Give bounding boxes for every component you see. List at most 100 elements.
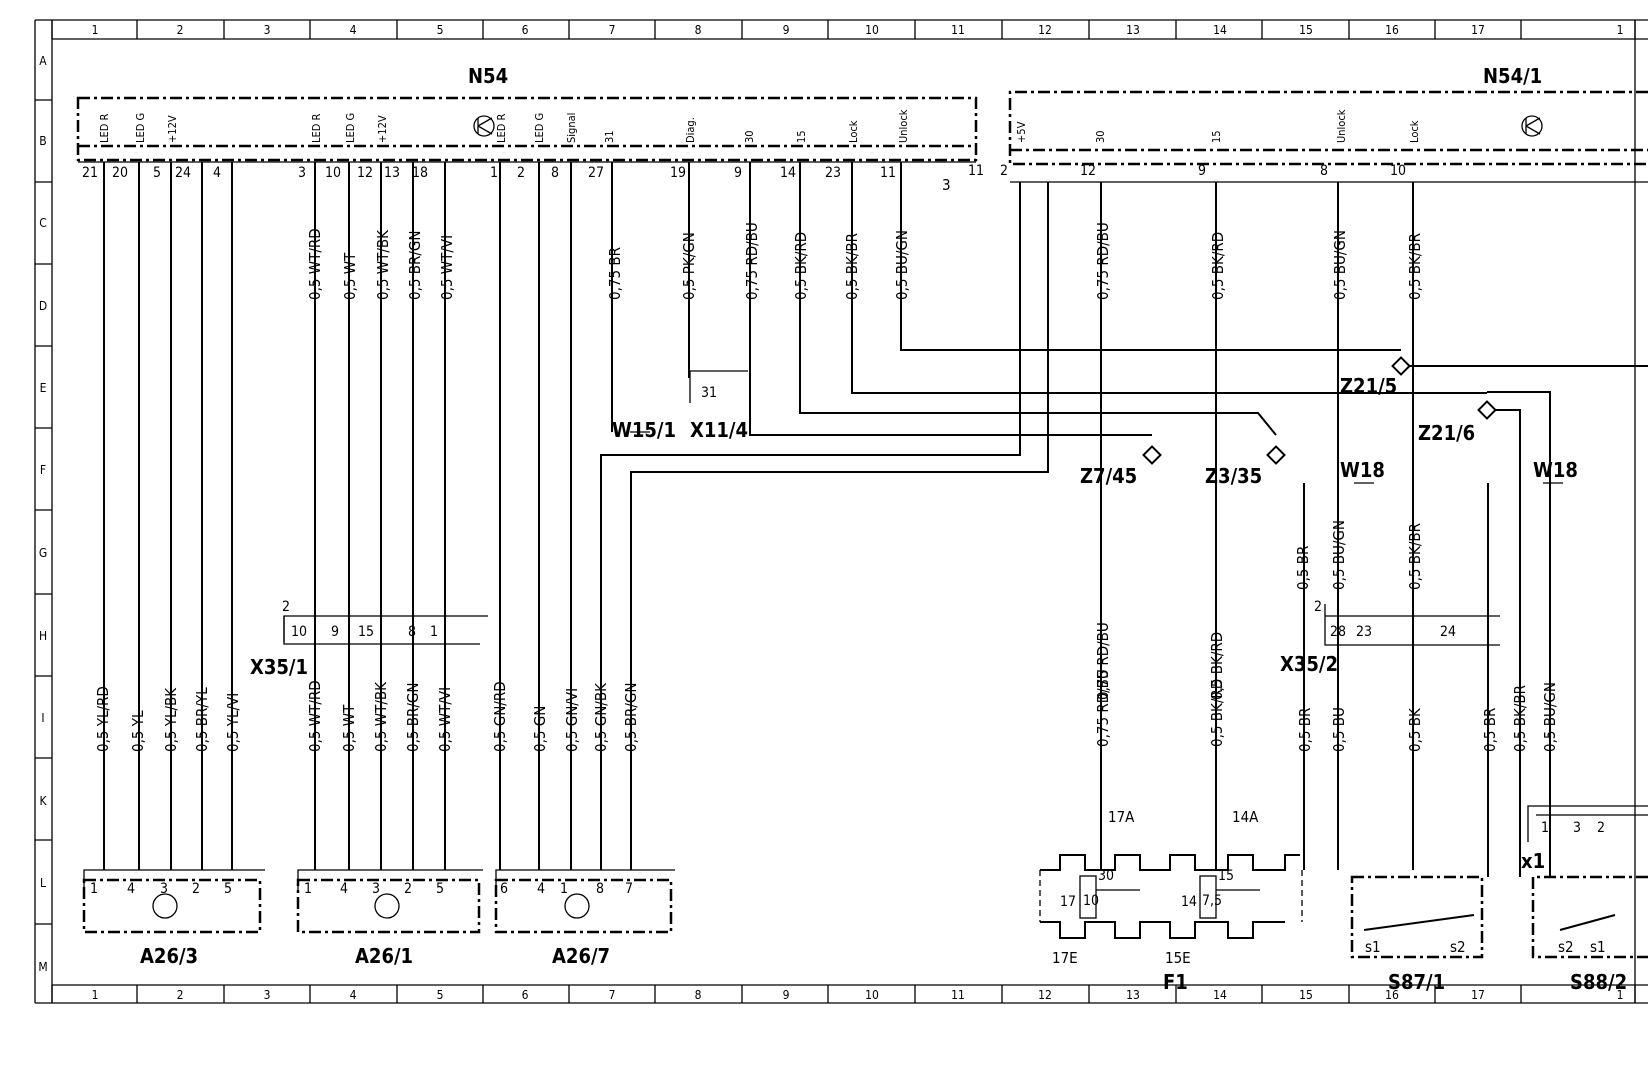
component-a26-7: A26/7 — [494, 869, 675, 968]
col-label-top: 8 — [695, 23, 702, 37]
a26-3-pin-number: 2 — [192, 881, 200, 897]
n54-1-pin-number: 11 — [968, 163, 984, 179]
x35-2-pin-number: 28 — [1330, 624, 1346, 640]
x11-4-label: X11/4 — [690, 418, 748, 442]
n54-pin-number: 20 — [112, 165, 128, 181]
f1-17e: 17E — [1052, 949, 1078, 967]
n54-signal-label: 31 — [603, 130, 616, 143]
n54-signal-label: Lock — [847, 120, 860, 143]
wire-label-lower: 0,5 BK/RD — [1208, 679, 1226, 747]
f1-14: 14 — [1181, 894, 1197, 910]
f1-17a: 17A — [1108, 808, 1135, 826]
col-label-bottom: 7 — [609, 988, 616, 1002]
row-label: C — [39, 216, 47, 230]
w18-b-label: W18 — [1533, 458, 1578, 482]
col-label-bottom: 11 — [951, 988, 965, 1002]
wire-label-lower: 0,5 BK — [1406, 707, 1424, 752]
wire-label-mid: 0,5 BK/RD — [1208, 632, 1226, 700]
n54-1-pin-number: 3 — [942, 176, 951, 194]
ground-w15-1: W15/1 — [612, 418, 676, 442]
s87-1-s1: s1 — [1365, 938, 1381, 956]
wire-segment — [630, 182, 1049, 870]
connector-x11-4: 31 X11/4 — [689, 370, 748, 442]
wire-label-lower: 0,5 GN/BK — [592, 682, 610, 752]
n54-1-signal-label: 30 — [1094, 130, 1107, 143]
n54-1-pin-number: 12 — [1080, 163, 1096, 179]
n54-signal-label: LED R — [98, 113, 111, 143]
a26-3-pin-number: 4 — [127, 881, 135, 897]
a26-3-pin-number: 3 — [160, 881, 168, 897]
n54-signal-label: LED R — [310, 113, 323, 143]
a26-7-label: A26/7 — [552, 944, 610, 968]
row-label: L — [40, 876, 46, 890]
wire-label-lower: 0,5 GN/VI — [563, 688, 581, 752]
row-label: E — [40, 381, 47, 395]
a26-7-pin-number: 7 — [625, 881, 633, 897]
n54-1-title: N54/1 — [1483, 64, 1542, 88]
col-label-bottom: 5 — [437, 988, 444, 1002]
col-label-bottom: 4 — [350, 988, 357, 1002]
wire-label-lower: 0,75 RD/BU — [1094, 669, 1112, 747]
n54-title: N54 — [468, 64, 508, 88]
wire-label-lower: 0,5 GN — [531, 706, 549, 752]
n54-pin-number: 1 — [490, 165, 498, 181]
wire-segment — [1487, 391, 1551, 877]
col-label-top: 16 — [1385, 23, 1399, 37]
n54-pin-number: 27 — [588, 165, 604, 181]
n54-signal-label: LED G — [134, 113, 147, 143]
col-label-bottom: 15 — [1299, 988, 1313, 1002]
f1-17: 17 — [1060, 894, 1076, 910]
x1-pin-number: 1 — [1541, 820, 1549, 836]
n54-1-pin-number: 2 — [1000, 163, 1008, 179]
col-label-bottom: 10 — [865, 988, 879, 1002]
x1-pin-number: 3 — [1573, 820, 1581, 836]
wire-label-upper: 0,5 WT — [341, 252, 359, 300]
wire-label-lower: 0,5 GN/RD — [491, 681, 509, 752]
a26-7-pin-number: 8 — [596, 881, 604, 897]
connector-x35-1: 2 X35/1 — [250, 599, 488, 679]
wire-segment — [749, 162, 1152, 436]
row-label: F — [40, 463, 46, 477]
wire-label-lower: 0,5 BR/GN — [622, 683, 640, 752]
x35-2-pin-ref: 2 — [1314, 599, 1322, 615]
col-label-top: 9 — [783, 23, 790, 37]
n54-1-pin-number: 10 — [1390, 163, 1406, 179]
col-label-bottom: 8 — [695, 988, 702, 1002]
row-label: M — [38, 960, 47, 974]
s87-1-s2: s2 — [1450, 938, 1466, 956]
col-label-bottom: 1 — [92, 988, 99, 1002]
wire-label-lower: 0,5 BR/GN — [404, 683, 422, 752]
wire-label-upper: 0,75 RD/BU — [1094, 222, 1112, 300]
wire-label-mid: 0,5 BR — [1294, 546, 1312, 590]
f1-30: 30 — [1098, 868, 1114, 884]
x11-4-pin: 31 — [701, 385, 717, 401]
s88-2-s2: s2 — [1558, 938, 1574, 956]
wire-segment — [799, 162, 1277, 436]
wire-label-lower: 0,5 YL/RD — [94, 686, 112, 752]
component-a26-3: A26/3 — [82, 869, 265, 968]
wire-label-lower: 0,5 WT/VI — [436, 687, 454, 752]
wire-segment — [1487, 409, 1521, 877]
wire-label-upper: 0,5 WT/RD — [306, 228, 324, 300]
n54-1-signal-label: Lock — [1408, 120, 1421, 143]
f1-10: 10 — [1083, 893, 1099, 909]
connector-x1: x1 — [1521, 805, 1648, 873]
n54-pin-number: 21 — [82, 165, 98, 181]
wire-runs — [103, 162, 1648, 877]
n54-signal-label: 30 — [743, 130, 756, 143]
col-label-top: 2 — [177, 23, 184, 37]
n54-signal-label: LED G — [533, 113, 546, 143]
wire-label-mid: 0,75 RD/BU — [1094, 622, 1112, 700]
wire-label-mid: 0,5 BK/BR — [1406, 523, 1424, 590]
wire-label-lower: 0,5 WT — [340, 704, 358, 752]
n54-1-module: N54/1 — [1008, 64, 1648, 183]
z21-6-label: Z21/6 — [1418, 421, 1475, 445]
col-label-top: 1 — [1617, 23, 1624, 37]
n54-signal-label: +12V — [376, 115, 389, 143]
a26-1-pin-number: 5 — [436, 881, 444, 897]
n54-1-pin-number: 9 — [1198, 163, 1206, 179]
n54-1-signal-label: 15 — [1210, 130, 1223, 143]
w15-1-label: W15/1 — [612, 418, 676, 442]
row-label: B — [39, 134, 46, 148]
